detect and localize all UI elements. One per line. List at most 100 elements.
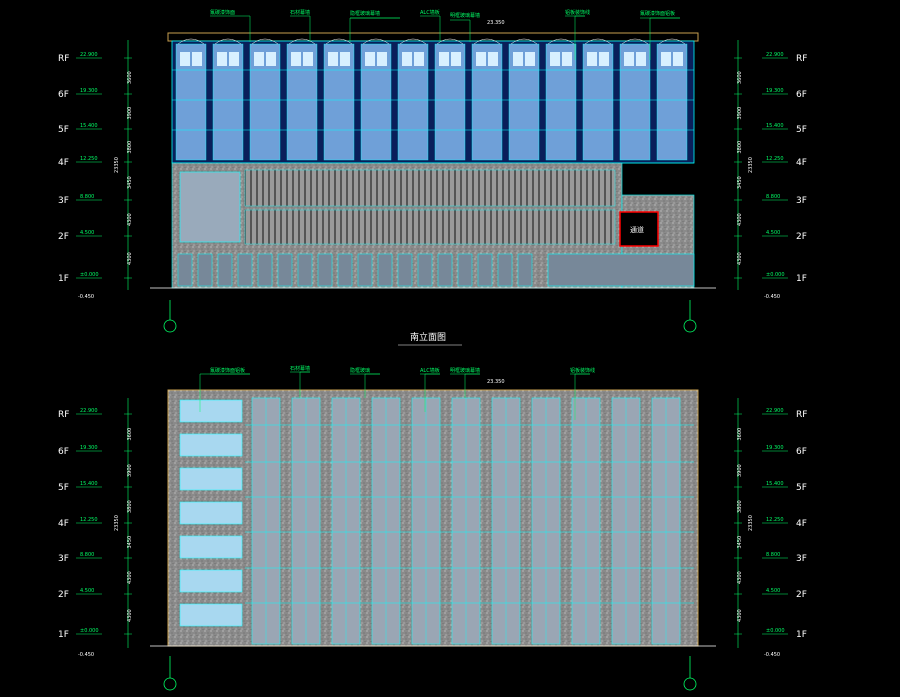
glass-pane (599, 52, 609, 66)
callout-bottom-1: 氟碳漆饰面铝板 (210, 367, 245, 374)
floor-label: 2F (58, 590, 69, 600)
floor-label: RF (796, 410, 807, 420)
level-mark: 12.250 (80, 156, 98, 162)
floor-label: 2F (796, 590, 807, 600)
drawing-title: 南立面图 (410, 331, 446, 343)
level-mark: 4.500 (766, 230, 780, 236)
dim-segment: 3600 (127, 71, 133, 84)
callout-bottom-5: 明框玻璃幕墙 (450, 367, 480, 374)
glass-pane (303, 52, 313, 66)
window-band (179, 603, 243, 627)
dim-segment: 4300 (127, 252, 133, 265)
floor-label: 1F (796, 274, 807, 284)
total-dim: 23350 (748, 157, 754, 173)
floor-label: 4F (58, 158, 69, 168)
floor-label: RF (796, 54, 807, 64)
bottom-elevation (150, 389, 716, 647)
glass-pane (365, 52, 375, 66)
level-mark: ±0.000 (80, 628, 99, 634)
floor-label: 2F (796, 232, 807, 242)
axis-bubbles (163, 300, 697, 691)
dim-segment: 3900 (127, 464, 133, 477)
storefront-panel (197, 253, 213, 287)
entrance-label: 通道 (630, 225, 644, 234)
dim-segment: 4300 (127, 213, 133, 226)
glass-pane (266, 52, 276, 66)
glass-pane (550, 52, 560, 66)
arch-outline (288, 38, 316, 45)
level-mark: 8.800 (80, 552, 94, 558)
storefront-panel (317, 253, 333, 287)
glass-pane (476, 52, 486, 66)
storefront-panel (477, 253, 493, 287)
dim-segment: 3800 (737, 141, 743, 154)
window-band (179, 535, 243, 559)
storefront-panel (417, 253, 433, 287)
floor-label: 4F (796, 519, 807, 529)
glass-pane (402, 52, 412, 66)
level-mark: 12.250 (766, 517, 784, 523)
grade-mark: -0.450 (764, 294, 780, 300)
glass-pane (624, 52, 634, 66)
top-elevation: 通道 (150, 32, 716, 289)
storefront-panel (457, 253, 473, 287)
dim-segment: 3900 (737, 107, 743, 120)
storefront-panel (437, 253, 453, 287)
level-mark: 22.900 (766, 408, 784, 414)
level-mark: 22.900 (766, 52, 784, 58)
dim-segment: 3600 (737, 428, 743, 441)
glass-pane (192, 52, 202, 66)
storefront-panel (337, 253, 353, 287)
glass-pane (562, 52, 572, 66)
glass-pane (340, 52, 350, 66)
window-band (179, 501, 243, 525)
floor-label: 1F (58, 274, 69, 284)
level-mark: 19.300 (766, 445, 784, 451)
storefront-panel (397, 253, 413, 287)
dim-segment: 3450 (737, 536, 743, 549)
callout-top-4: ALC墙板 (420, 9, 440, 16)
grade-mark: -0.450 (764, 652, 780, 658)
callout-top-3: 隐框玻璃幕墙 (350, 10, 380, 17)
glass-pane (673, 52, 683, 66)
glass-pane (587, 52, 597, 66)
callout-top-2: 石材幕墙 (290, 9, 310, 16)
arch-outline (510, 38, 538, 45)
window-band (179, 433, 243, 457)
level-mark: 15.400 (80, 123, 98, 129)
floor-label: 5F (58, 125, 69, 135)
grade-mark: -0.450 (78, 294, 94, 300)
dim-segment: 3800 (737, 500, 743, 513)
level-mark: 8.800 (80, 194, 94, 200)
glass-pane (451, 52, 461, 66)
dim-segment: 3600 (737, 71, 743, 84)
floor-label: 5F (796, 483, 807, 493)
level-mark: 8.800 (766, 194, 780, 200)
glass-pane (439, 52, 449, 66)
storefront-panel (517, 253, 533, 287)
glass-pane (254, 52, 264, 66)
dim-segment: 4300 (127, 609, 133, 622)
floor-label: 3F (796, 554, 807, 564)
floor-label: 5F (58, 483, 69, 493)
glass-pane (513, 52, 523, 66)
arch-outline (214, 38, 242, 45)
level-mark: ±0.000 (766, 628, 785, 634)
level-mark: 19.300 (766, 88, 784, 94)
level-mark: ±0.000 (766, 272, 785, 278)
dim-segment: 3450 (737, 176, 743, 189)
storefront-panel (257, 253, 273, 287)
level-mark: 19.300 (80, 445, 98, 451)
grade-mark: -0.450 (78, 652, 94, 658)
arch-outline (325, 38, 353, 45)
dim-segment: 4300 (127, 571, 133, 584)
storefront-panel (297, 253, 313, 287)
window-band (179, 399, 243, 423)
glass-pane (636, 52, 646, 66)
storefront-panel (237, 253, 253, 287)
glass-pane (488, 52, 498, 66)
callout-top-6: 铝板装饰线 (565, 9, 590, 16)
floor-label: RF (58, 410, 69, 420)
arch-outline (177, 38, 205, 45)
